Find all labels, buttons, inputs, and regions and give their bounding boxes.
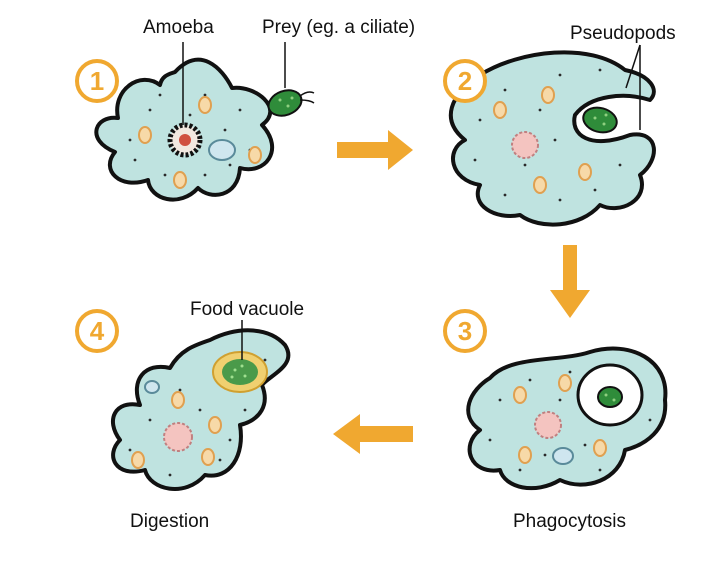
amoeba-cell-step-4 — [110, 328, 291, 491]
svg-text:3: 3 — [458, 316, 472, 346]
food-vacuole-4 — [212, 351, 268, 393]
digestive-vacuole-3 — [534, 411, 562, 439]
amoeba-cell-step-2 — [448, 50, 656, 227]
phagosome-3 — [576, 363, 644, 427]
digestive-vacuole-4 — [163, 422, 193, 452]
pseudopods-pointer-lines — [625, 44, 641, 130]
prey-being-engulfed — [582, 106, 618, 134]
step-number-1: 1 — [75, 59, 119, 103]
label-amoeba: Amoeba — [143, 17, 214, 38]
arrow-step-3-to-4 — [333, 414, 413, 454]
label-digestion: Digestion — [130, 511, 209, 532]
svg-text:1: 1 — [90, 66, 104, 96]
digestive-vacuole-2 — [511, 131, 539, 159]
svg-text:2: 2 — [458, 66, 472, 96]
label-pseudopods: Pseudopods — [570, 23, 676, 44]
arrow-step-1-to-2 — [337, 130, 413, 170]
step-number-4: 4 — [75, 309, 119, 353]
svg-text:4: 4 — [90, 316, 105, 346]
label-prey: Prey (eg. a ciliate) — [262, 17, 415, 38]
step-number-2: 2 — [443, 59, 487, 103]
label-food-vacuole: Food vacuole — [190, 299, 304, 320]
nucleus-1 — [167, 122, 203, 158]
label-phagocytosis: Phagocytosis — [513, 511, 626, 532]
contractile-vacuole-1 — [208, 139, 236, 161]
amoeba-cell-step-3 — [466, 346, 668, 491]
step-number-3: 3 — [443, 309, 487, 353]
amoeba-cell-step-1 — [94, 57, 275, 202]
prey-ciliate-1 — [267, 89, 315, 117]
arrow-step-2-to-3 — [550, 245, 590, 318]
